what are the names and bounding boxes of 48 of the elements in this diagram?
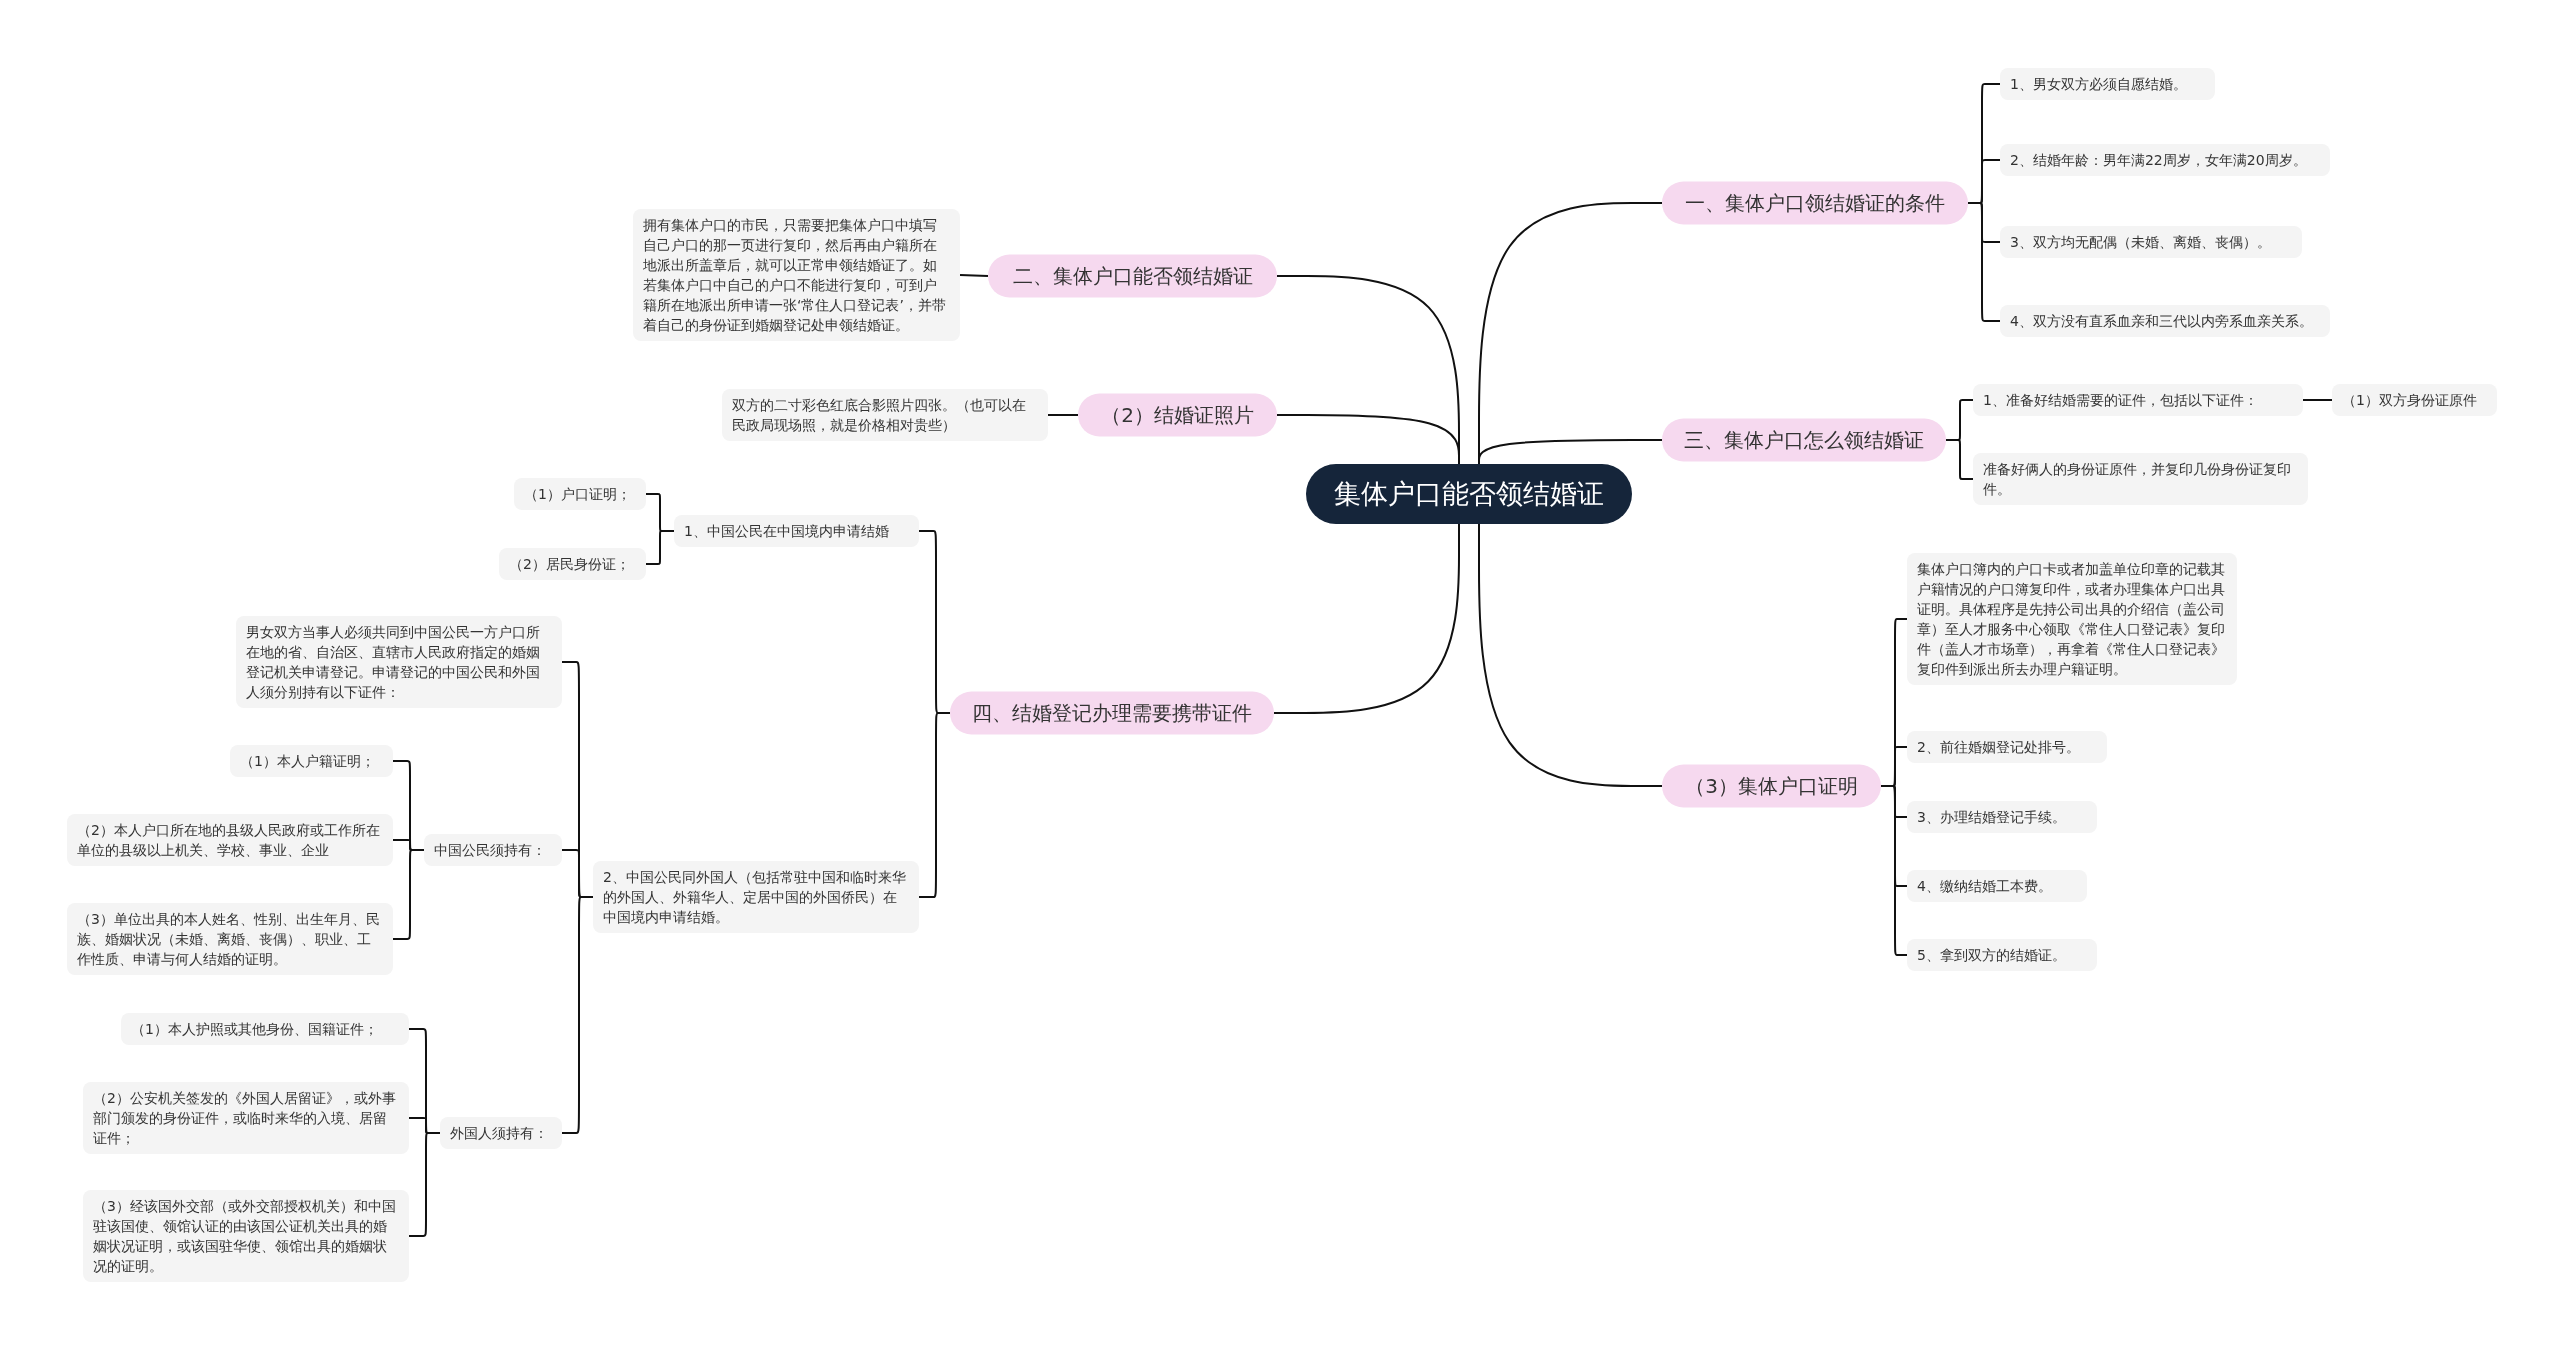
connector-line bbox=[1273, 523, 1460, 714]
leaf-topic: （2）本人户口所在地的县级人民政府或工作所在单位的县级以上机关、学校、事业、企业 bbox=[67, 814, 393, 866]
connector-line bbox=[1967, 202, 2001, 322]
connector-line bbox=[918, 712, 951, 898]
connector-line bbox=[561, 896, 594, 1134]
connector-line bbox=[392, 849, 425, 940]
leaf-topic: （2）居民身份证； bbox=[499, 548, 646, 580]
leaf-topic: 1、准备好结婚需要的证件，包括以下证件： bbox=[1973, 384, 2303, 416]
leaf-topic: 准备好俩人的身份证原件，并复印几份身份证复印件。 bbox=[1973, 453, 2308, 505]
leaf-topic: （3）经该国外交部（或外交部授权机关）和中国驻该国使、领馆认证的由该国公证机关出具的婚姻状况证明，或该国驻华使、领馆出具的婚姻状况的证明。 bbox=[83, 1190, 409, 1282]
leaf-topic: 拥有集体户口的市民，只需要把集体户口中填写自己户口的那一页进行复印，然后再由户籍所在地派出所盖章后，就可以正常申领结婚证了。如若集体户口中自己的户口不能进行复印，可到户籍所在地派出所申请一张‘常住人口登记表’，并带着自己的身份证到婚姻登记处申领结婚证。 bbox=[633, 209, 960, 341]
leaf-topic: 2、结婚年龄：男年满22周岁，女年满20周岁。 bbox=[2000, 144, 2330, 176]
connector-line bbox=[1478, 439, 1663, 465]
leaf-topic: 4、双方没有直系血亲和三代以内旁系血亲关系。 bbox=[2000, 305, 2330, 337]
connector-line bbox=[1047, 414, 1079, 416]
leaf-topic: 集体户口簿内的户口卡或者加盖单位印章的记载其户籍情况的户口簿复印件，或者办理集体户口出具证明。具体程序是先持公司出具的介绍信（盖公司章）至人才服务中心领取《常住人口登记表》复印件（盖人才市场章），再拿着《常住人口登记表》复印件到派出所去办理户籍证明。 bbox=[1907, 553, 2237, 685]
leaf-topic: （1）本人户籍证明； bbox=[230, 745, 393, 777]
central-topic: 集体户口能否领结婚证 bbox=[1306, 464, 1632, 524]
connector-line bbox=[959, 274, 989, 277]
connector-line bbox=[645, 530, 675, 565]
branch-topic: 四、结婚登记办理需要携带证件 bbox=[950, 691, 1274, 735]
branch-topic: 三、集体户口怎么领结婚证 bbox=[1662, 418, 1946, 462]
leaf-topic: 双方的二寸彩色红底合影照片四张。（也可以在民政局现场照，就是价格相对贵些） bbox=[722, 389, 1048, 441]
leaf-topic: 3、双方均无配偶（未婚、离婚、丧偶）。 bbox=[2000, 226, 2302, 258]
leaf-topic: 2、前往婚姻登记处排号。 bbox=[1907, 731, 2107, 763]
connector-line bbox=[1478, 523, 1663, 787]
leaf-topic: 男女双方当事人必须共同到中国公民一方户口所在地的省、自治区、直辖市人民政府指定的婚姻登记机关申请登记。申请登记的中国公民和外国人须分别持有以下证件： bbox=[236, 616, 562, 708]
branch-topic: 二、集体户口能否领结婚证 bbox=[988, 254, 1277, 298]
leaf-topic: 1、中国公民在中国境内申请结婚 bbox=[674, 515, 919, 547]
connector-line bbox=[2302, 399, 2333, 401]
leaf-topic: 4、缴纳结婚工本费。 bbox=[1907, 870, 2087, 902]
branch-topic: （2）结婚证照片 bbox=[1078, 393, 1277, 437]
connector-line bbox=[1276, 414, 1460, 465]
branch-topic: （3）集体户口证明 bbox=[1662, 764, 1881, 808]
leaf-topic: 1、男女双方必须自愿结婚。 bbox=[2000, 68, 2215, 100]
leaf-topic: （2）公安机关签发的《外国人居留证》，或外事部门颁发的身份证件，或临时来华的入境、居留证件； bbox=[83, 1082, 409, 1154]
leaf-topic: （1）户口证明； bbox=[514, 478, 646, 510]
leaf-topic: 5、拿到双方的结婚证。 bbox=[1907, 939, 2097, 971]
leaf-topic: （1）双方身份证原件 bbox=[2332, 384, 2497, 416]
connector-line bbox=[408, 1132, 441, 1237]
leaf-topic: （1）本人护照或其他身份、国籍证件； bbox=[121, 1013, 409, 1045]
leaf-topic: 中国公民须持有： bbox=[424, 834, 562, 866]
connector-line bbox=[1945, 439, 1974, 480]
leaf-topic: 外国人须持有： bbox=[440, 1117, 562, 1149]
branch-topic: 一、集体户口领结婚证的条件 bbox=[1662, 181, 1968, 225]
leaf-topic: 2、中国公民同外国人（包括常驻中国和临时来华的外国人、外籍华人、定居中国的外国侨民）在中国境内申请结婚。 bbox=[593, 861, 919, 933]
leaf-topic: （3）单位出具的本人姓名、性别、出生年月、民族、婚姻状况（未婚、离婚、丧偶）、职业、工作性质、申请与何人结婚的证明。 bbox=[67, 903, 393, 975]
leaf-topic: 3、办理结婚登记手续。 bbox=[1907, 801, 2097, 833]
